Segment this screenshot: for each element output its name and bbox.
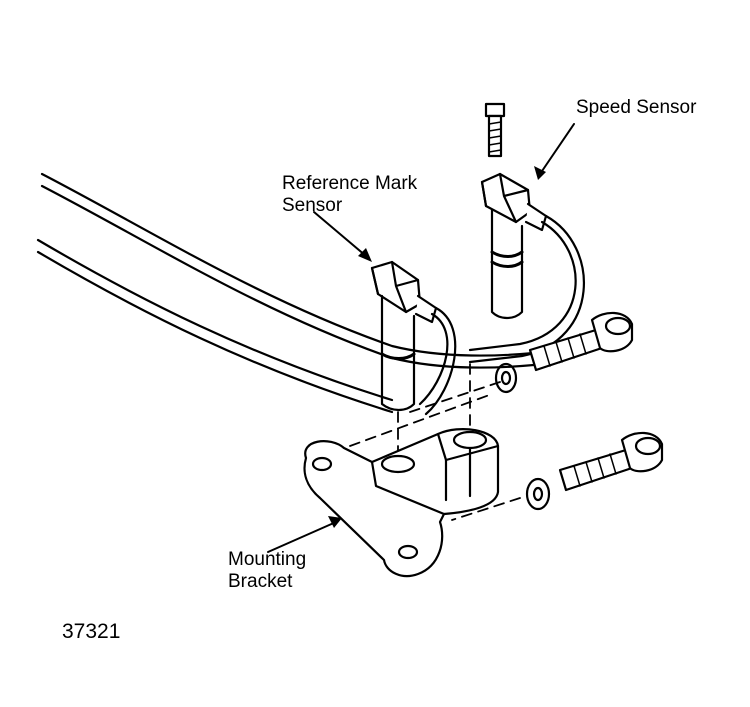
reference-mark-sensor-label: Reference Mark Sensor	[282, 173, 417, 217]
reference-mark-sensor-label-line1: Reference Mark	[282, 173, 418, 194]
mounting-bracket-label: Mounting Bracket	[228, 549, 306, 593]
lower-washer	[525, 477, 551, 511]
lower-bolt	[558, 431, 664, 492]
reference-mark-sensor	[370, 260, 457, 416]
figure-number: 37321	[62, 620, 121, 643]
mounting-bracket-label-line1: Mounting	[228, 549, 307, 570]
reference-mark-sensor-label-line2: Sensor	[282, 195, 343, 216]
upper-bolt	[528, 311, 634, 372]
speed-sensor	[468, 172, 585, 364]
speed-sensor-bolt	[484, 102, 506, 158]
reference-sensor-arrowhead	[358, 248, 372, 262]
upper-washer	[494, 362, 518, 394]
bracket-arrowhead	[328, 516, 342, 528]
leader-lines	[267, 123, 575, 553]
flywheel-edge	[36, 172, 562, 414]
mounting-bracket-label-line2: Bracket	[228, 571, 293, 592]
speed-sensor-arrowhead	[534, 166, 546, 180]
mounting-bracket	[303, 428, 500, 578]
speed-sensor-label: Speed Sensor	[576, 97, 697, 118]
